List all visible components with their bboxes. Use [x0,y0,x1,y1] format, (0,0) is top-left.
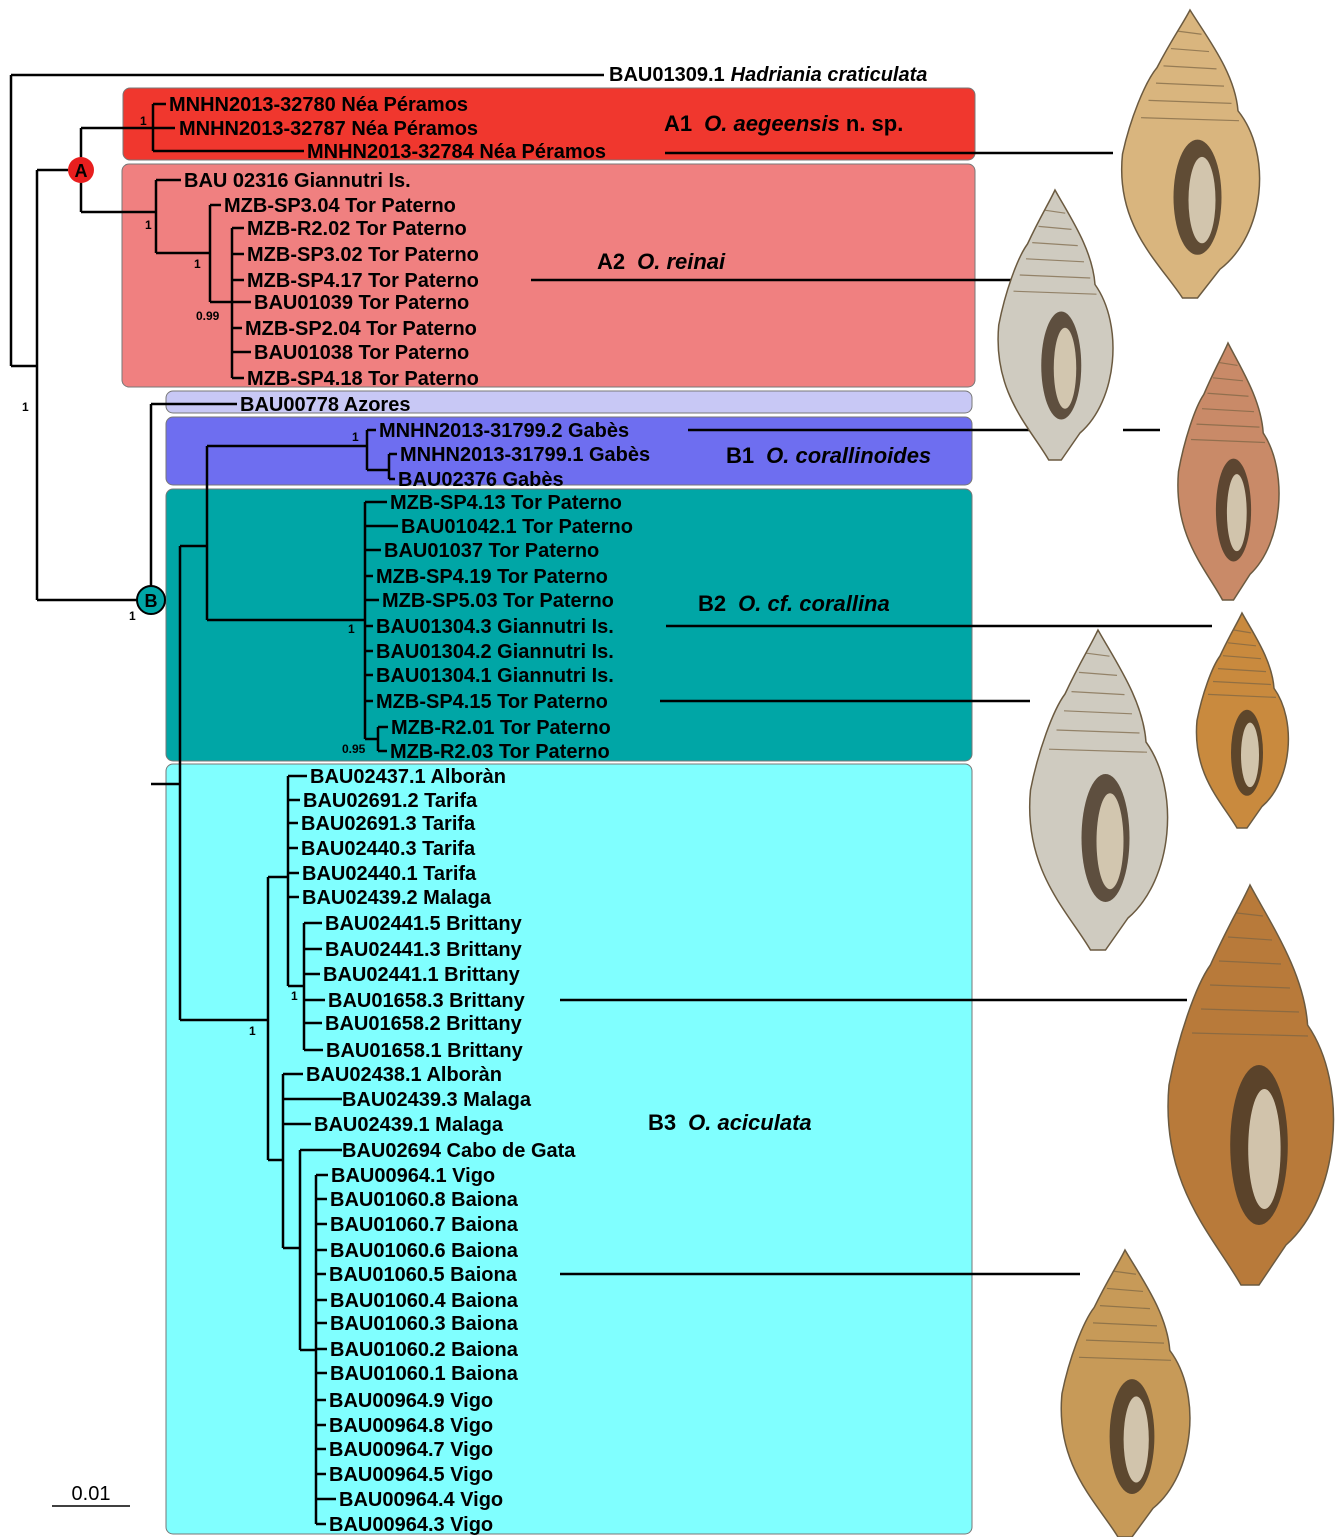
taxon-label: BAU00964.4 Vigo [339,1489,503,1511]
shell-aperture-lip [1248,1089,1280,1209]
taxon-label: BAU 02316 Giannutri Is. [184,170,411,192]
taxon-label: BAU00964.7 Vigo [329,1439,493,1461]
taxon-label: BAU02691.2 Tarifa [303,790,478,812]
taxon-label: BAU00964.3 Vigo [329,1514,493,1536]
taxon-label: MZB-R2.02 Tor Paterno [247,218,467,240]
support-b2: 1 [348,622,355,636]
taxon-label: BAU01038 Tor Paterno [254,342,469,364]
clade-b3-label: B3O. aciculata [648,1110,812,1135]
taxon-label: MZB-R2.03 Tor Paterno [390,741,610,763]
taxon-label: BAU01060.4 Baiona [330,1290,519,1312]
support-b1: 1 [352,430,359,444]
taxon-label: BAU01658.2 Brittany [325,1013,523,1035]
taxon-label: BAU01060.7 Baiona [330,1214,519,1236]
node-a-label: A [75,161,88,181]
node-b-label: B [145,591,158,611]
clade-a2-label: A2O. reinai [597,249,726,274]
shell-images [998,10,1333,1537]
taxon-label: MZB-SP4.18 Tor Paterno [247,368,479,390]
support-root: 1 [22,400,29,414]
taxon-label: MZB-SP3.02 Tor Paterno [247,244,479,266]
taxon-label: BAU01304.1 Giannutri Is. [376,665,614,687]
shell-aperture-lip [1189,157,1216,243]
shell-aperture-lip [1054,328,1077,409]
taxon-label: MZB-SP2.04 Tor Paterno [245,318,477,340]
taxon-label: MZB-R2.01 Tor Paterno [391,717,611,739]
scale-bar-label: 0.01 [72,1483,111,1505]
taxon-label: BAU01060.8 Baiona [330,1189,519,1211]
taxon-label: BAU01304.3 Giannutri Is. [376,616,614,638]
support-a2-099: 0.99 [196,309,220,323]
shell-o-aciculata-large [1168,885,1333,1285]
shell-o-aegeensis [1122,10,1260,298]
taxon-label: MNHN2013-32787 Néa Péramos [179,118,478,140]
taxon-label: BAU01060.2 Baiona [330,1339,519,1361]
taxon-label: BAU01060.5 Baiona [329,1264,518,1286]
taxon-label: BAU02438.1 Alboràn [306,1064,502,1086]
taxon-label: BAU01060.3 Baiona [330,1313,519,1335]
support-b2-095: 0.95 [342,742,366,756]
taxon-label: BAU02439.2 Malaga [302,887,492,909]
support-a2: 1 [145,218,152,232]
taxon-label: BAU02441.1 Brittany [323,964,521,986]
shell-grey-specimen [1030,630,1168,950]
taxon-label: BAU02694 Cabo de Gata [342,1140,576,1162]
taxon-label: MZB-SP5.03 Tor Paterno [382,590,614,612]
taxon-label: BAU00964.1 Vigo [331,1165,495,1187]
taxon-label: BAU00964.8 Vigo [329,1415,493,1437]
taxon-label: MNHN2013-32784 Néa Péramos [307,141,606,163]
taxon-label: BAU02437.1 Alboràn [310,766,506,788]
taxon-label: BAU01060.1 Baiona [330,1363,519,1385]
taxon-label: BAU01039 Tor Paterno [254,292,469,314]
taxon-label: BAU02441.3 Brittany [325,939,523,961]
taxon-label: BAU00778 Azores [240,394,410,416]
support-b3: 1 [249,1024,256,1038]
taxon-label: BAU02439.3 Malaga [342,1089,532,1111]
clade-boxes [122,88,975,1534]
shell-aperture-lip [1241,723,1259,788]
taxon-label: MNHN2013-31799.1 Gabès [400,444,650,466]
taxon-label: MZB-SP3.04 Tor Paterno [224,195,456,217]
shell-o-cf-corallina [1196,613,1288,828]
taxon-label: MZB-SP4.19 Tor Paterno [376,566,608,588]
taxon-label: BAU01658.1 Brittany [326,1040,524,1062]
taxon-label: MNHN2013-32780 Néa Péramos [169,94,468,116]
shell-o-aciculata-small [1061,1250,1190,1537]
outgroup-label: BAU01309.1Hadriania craticulata [609,64,927,86]
taxon-label: MZB-SP4.13 Tor Paterno [390,492,622,514]
taxon-label: BAU02440.1 Tarifa [302,863,477,885]
taxon-label: BAU00964.9 Vigo [329,1390,493,1412]
taxon-label: BAU02441.5 Brittany [325,913,523,935]
shell-aperture-lip [1227,474,1247,551]
taxon-label: BAU00964.5 Vigo [329,1464,493,1486]
taxon-label: BAU02691.3 Tarifa [301,813,476,835]
support-a1: 1 [140,114,147,128]
taxon-label: BAU01037 Tor Paterno [384,540,599,562]
taxon-label: BAU02439.1 Malaga [314,1114,504,1136]
taxon-label: MZB-SP4.17 Tor Paterno [247,270,479,292]
taxon-label: BAU01658.3 Brittany [328,990,526,1012]
taxon-label: MZB-SP4.15 Tor Paterno [376,691,608,713]
taxon-label: BAU02440.3 Tarifa [301,838,476,860]
support-b: 1 [129,609,136,623]
shell-aperture-lip [1097,793,1124,889]
shell-aperture-lip [1124,1396,1149,1482]
taxon-label: BAU02376 Gabès [398,469,564,491]
shell-o-reinai [998,190,1113,460]
taxon-label: BAU01042.1 Tor Paterno [401,516,633,538]
taxon-label: BAU01060.6 Baiona [330,1240,519,1262]
taxon-label: BAU01304.2 Giannutri Is. [376,641,614,663]
shell-o-corallinoides [1178,343,1279,600]
support-brittany: 1 [291,989,298,1003]
support-a2-sub: 1 [194,257,201,271]
taxon-label: MNHN2013-31799.2 Gabès [379,420,629,442]
